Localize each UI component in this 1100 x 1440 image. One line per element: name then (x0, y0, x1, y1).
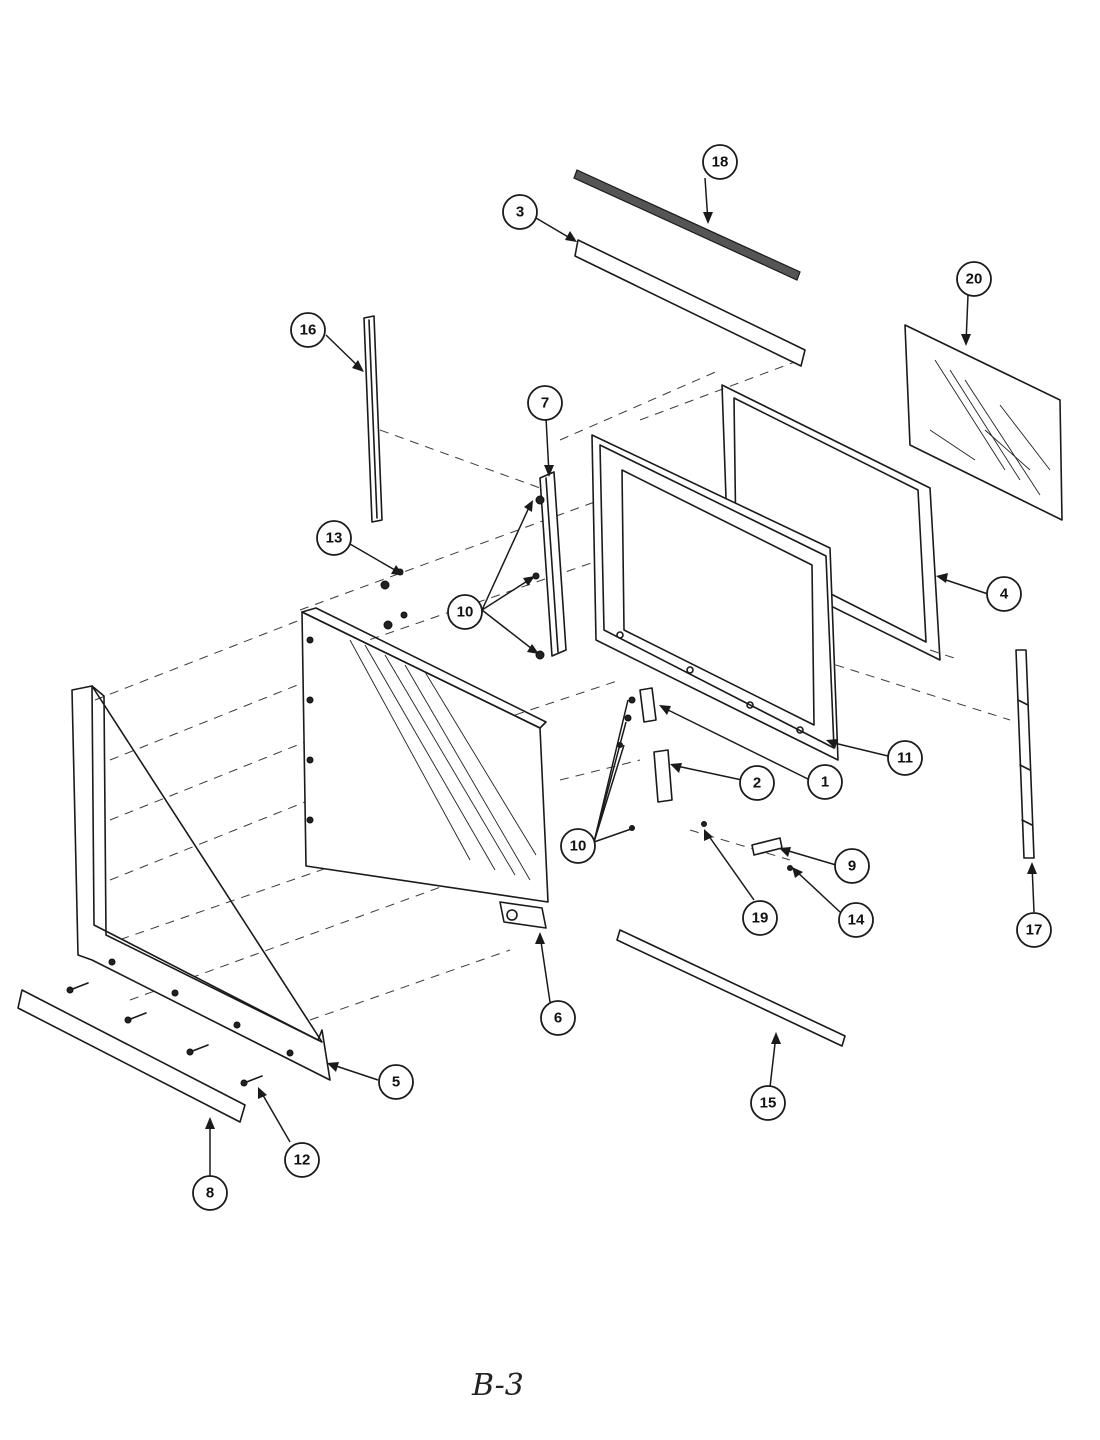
callout-label: 1 (821, 774, 829, 791)
callout-9: 9 (834, 848, 870, 884)
callout-label: 7 (541, 395, 549, 412)
part-17-right-channel (1015, 649, 1035, 859)
callout-label: 10 (570, 838, 587, 855)
assembly-guide-lines (89, 359, 1011, 1021)
callout-label: 16 (300, 322, 317, 339)
callout-label: 8 (206, 1185, 214, 1202)
callout-label: 14 (848, 912, 865, 929)
part-3-top-strip (574, 239, 806, 367)
part-15-long-strip (616, 929, 846, 1047)
outer-door-panel (301, 607, 549, 903)
callout-label: 13 (326, 530, 343, 547)
arrowheads (205, 212, 1037, 1129)
callout-19: 19 (742, 900, 778, 936)
callout-7: 7 (527, 385, 563, 421)
callout-label: 9 (848, 858, 856, 875)
callout-label: 4 (1000, 586, 1009, 603)
callout-3: 3 (502, 194, 538, 230)
callout-label: 11 (897, 750, 913, 767)
callout-label: 2 (753, 775, 761, 792)
part-12-screws (66, 982, 263, 1087)
part-6-hinge-lug (499, 901, 547, 929)
callout-1: 1 (807, 764, 843, 800)
part-18-top-channel (573, 169, 801, 281)
callout-16: 16 (290, 312, 326, 348)
part-20-glass-panel (904, 324, 1063, 521)
callout-2: 2 (739, 765, 775, 801)
callout-5: 5 (378, 1064, 414, 1100)
callout-4: 4 (986, 576, 1022, 612)
callout-label: 20 (966, 271, 983, 288)
callout-18: 18 (702, 144, 738, 180)
callout-17: 17 (1016, 912, 1052, 948)
callout-8: 8 (192, 1175, 228, 1211)
callout-12: 12 (284, 1142, 320, 1178)
callout-13: 13 (316, 520, 352, 556)
callout-20: 20 (956, 261, 992, 297)
callout-label: 6 (554, 1010, 562, 1027)
callout-14: 14 (838, 902, 874, 938)
callout-15: 15 (750, 1085, 786, 1121)
callout-10-lower: 10 (560, 828, 596, 864)
callout-label: 19 (752, 910, 769, 927)
callout-label: 5 (392, 1074, 400, 1091)
callout-label: 3 (516, 204, 524, 221)
callout-10-upper: 10 (447, 594, 483, 630)
callout-11: 11 (887, 740, 923, 776)
part-11-inner-door-frame (591, 434, 839, 761)
part-5-door-trim (71, 685, 331, 1081)
callout-label: 12 (294, 1152, 311, 1169)
callout-6: 6 (540, 1000, 576, 1036)
callout-label: 17 (1026, 922, 1043, 939)
part-16-left-channel (363, 315, 383, 523)
part-8-bottom-strip (17, 989, 246, 1123)
page-label: B-3 (471, 1368, 524, 1403)
callout-label: 10 (457, 604, 474, 621)
callout-label: 18 (712, 154, 729, 171)
callout-label: 15 (760, 1095, 777, 1112)
